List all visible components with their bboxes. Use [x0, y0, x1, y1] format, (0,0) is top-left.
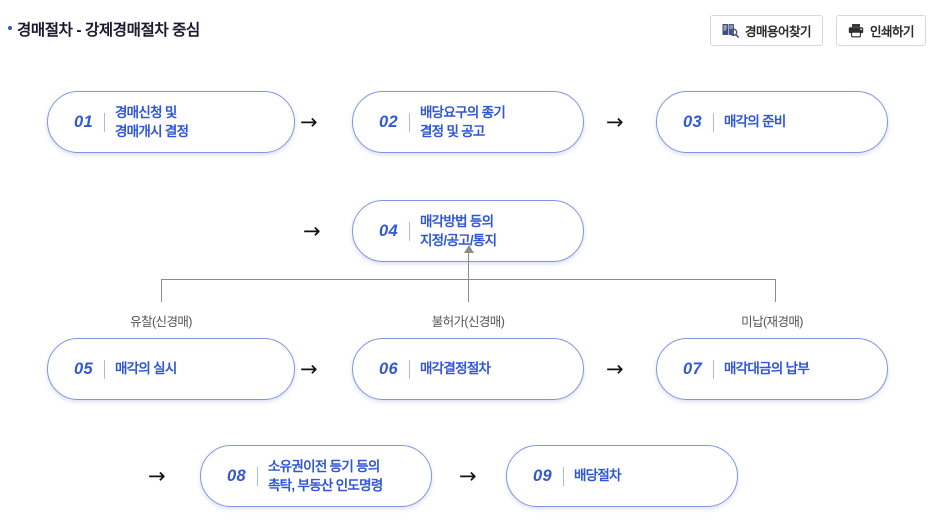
page-title: 경매절차 - 강제경매절차 중심: [8, 18, 200, 40]
flow-arrow-06-to-07: →: [606, 357, 624, 381]
flow-node-03[interactable]: 03 매각의 준비: [656, 91, 888, 153]
flow-arrow-01-to-02: →: [300, 110, 318, 134]
title-bullet-icon: [8, 25, 12, 30]
flow-node-05-number: 05: [74, 359, 93, 378]
flow-node-02-number: 02: [379, 112, 398, 131]
flow-node-05-label: 매각의 실시: [114, 361, 177, 377]
branch-label-center: 불허가(신경매): [431, 315, 505, 329]
flow-node-02[interactable]: 02 배당요구의 종기 결정 및 공고: [352, 91, 584, 153]
print-button[interactable]: 인쇄하기: [836, 15, 927, 46]
flow-node-08-number: 08: [227, 466, 246, 485]
flow-node-09[interactable]: 09 배당절차: [506, 445, 738, 507]
flow-arrow-05-to-06: →: [300, 357, 318, 381]
flow-node-03-divider: [712, 112, 714, 132]
flow-node-04-number: 04: [379, 221, 398, 240]
flow-node-08[interactable]: 08 소유권이전 등기 등의 촉탁, 부동산 인도명령: [200, 445, 432, 507]
branch-label-left: 유찰(신경매): [130, 315, 192, 329]
flow-arrow-07-to-08: →: [148, 464, 166, 488]
flow-node-07-divider: [712, 359, 714, 379]
branch-drop-right: [775, 279, 777, 302]
flow-node-05-divider: [103, 359, 105, 379]
auction-glossary-button[interactable]: 경매용어찾기: [710, 15, 824, 46]
flow-arrow-03-to-04: →: [303, 219, 321, 243]
flow-arrow-02-to-03: →: [606, 110, 624, 134]
flow-node-04-label: 매각방법 등의 지정/공고/통지: [419, 213, 497, 248]
flow-node-09-divider: [562, 466, 564, 486]
flow-node-02-divider: [408, 112, 410, 132]
branch-arrowhead-up-icon: [463, 245, 474, 253]
auction-process-flowchart: 01 경매신청 및 경매개시 결정 → 02 배당요구의 종기 결정 및 공고 …: [0, 62, 947, 527]
branch-drop-left: [161, 279, 163, 302]
branch-riser-center: [468, 252, 470, 302]
flow-node-03-number: 03: [683, 112, 702, 131]
flow-node-07[interactable]: 07 매각대금의 납부: [656, 338, 888, 400]
flow-node-09-label: 배당절차: [573, 468, 622, 484]
page-title-text: 경매절차 - 강제경매절차 중심: [17, 22, 200, 39]
flow-node-07-label: 매각대금의 납부: [723, 361, 810, 377]
flow-node-06-divider: [408, 359, 410, 379]
flow-node-02-label: 배당요구의 종기 결정 및 공고: [419, 104, 506, 139]
book-search-icon: [722, 23, 739, 38]
printer-icon: [848, 23, 864, 38]
flow-node-04-divider: [408, 221, 410, 241]
page-header: 경매절차 - 강제경매절차 중심 경매용어찾기: [0, 0, 947, 62]
print-button-label: 인쇄하기: [870, 25, 915, 39]
flow-node-01-divider: [103, 112, 105, 132]
flow-arrow-08-to-09: →: [459, 464, 477, 488]
branch-label-right: 미납(재경매): [741, 315, 803, 329]
flow-node-07-number: 07: [683, 359, 702, 378]
flow-node-08-divider: [256, 466, 258, 486]
flow-node-06-number: 06: [379, 359, 398, 378]
auction-glossary-button-label: 경매용어찾기: [745, 25, 812, 39]
flow-node-01-number: 01: [74, 112, 93, 131]
flow-node-01[interactable]: 01 경매신청 및 경매개시 결정: [47, 91, 295, 153]
flow-node-01-label: 경매신청 및 경매개시 결정: [114, 104, 189, 139]
flow-node-05[interactable]: 05 매각의 실시: [47, 338, 295, 400]
flow-node-06[interactable]: 06 매각결정절차: [352, 338, 584, 400]
flow-node-09-number: 09: [533, 466, 552, 485]
flow-node-08-label: 소유권이전 등기 등의 촉탁, 부동산 인도명령: [267, 458, 383, 493]
flow-node-03-label: 매각의 준비: [723, 114, 786, 130]
flow-node-06-label: 매각결정절차: [419, 361, 491, 377]
